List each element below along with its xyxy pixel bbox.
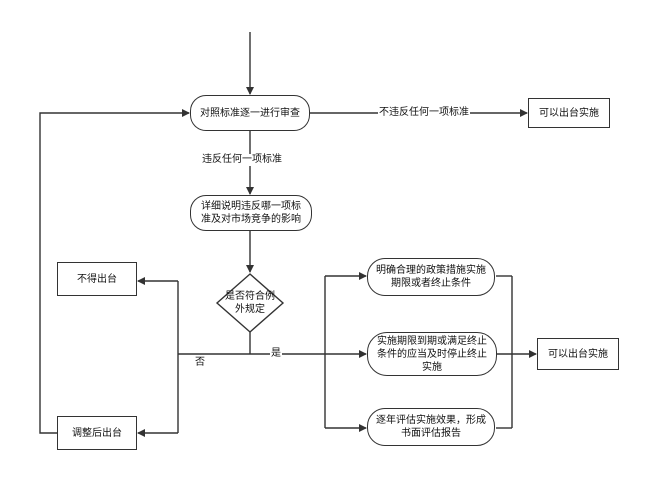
decision-label: 是否符合例外规定 bbox=[225, 291, 275, 315]
loop-back bbox=[39, 109, 190, 434]
can-implement-top-text: 可以出台实施 bbox=[539, 107, 599, 119]
clear-policy-node: 明确合理的政策措施实施期限或者终止条件 bbox=[367, 258, 495, 296]
explain-text: 详细说明违反哪一项标准及对市场竞争的影响 bbox=[201, 201, 301, 225]
not-allowed-node: 不得出台 bbox=[57, 262, 137, 296]
annual-eval-node: 逐年评估实施效果，形成书面评估报告 bbox=[367, 408, 495, 446]
not-allowed-text: 不得出台 bbox=[77, 273, 117, 285]
can-implement-right-node: 可以出台实施 bbox=[537, 338, 619, 370]
review-node: 对照标准逐一进行审查 bbox=[190, 95, 310, 131]
edge-label-violation: 违反任何一项标准 bbox=[201, 154, 283, 166]
adjust-text: 调整后出台 bbox=[72, 427, 122, 439]
review-text: 对照标准逐一进行审查 bbox=[200, 107, 300, 119]
edge-label-yes: 是 bbox=[270, 348, 282, 360]
edge-label-no: 否 bbox=[194, 357, 206, 369]
expiry-node: 实施期限到期或满足终止条件的应当及时停止终止实施 bbox=[367, 332, 497, 376]
decision-diamond bbox=[215, 273, 285, 333]
explain-node: 详细说明违反哪一项标准及对市场竞争的影响 bbox=[190, 195, 312, 231]
clear-policy-text: 明确合理的政策措施实施期限或者终止条件 bbox=[376, 265, 486, 289]
can-implement-right-text: 可以出台实施 bbox=[548, 348, 608, 360]
adjust-node: 调整后出台 bbox=[57, 416, 137, 450]
annual-eval-text: 逐年评估实施效果，形成书面评估报告 bbox=[376, 415, 486, 439]
edge-label-no-violation: 不违反任何一项标准 bbox=[378, 107, 470, 119]
can-implement-top-node: 可以出台实施 bbox=[528, 98, 610, 128]
expiry-text: 实施期限到期或满足终止条件的应当及时停止终止实施 bbox=[377, 335, 487, 373]
